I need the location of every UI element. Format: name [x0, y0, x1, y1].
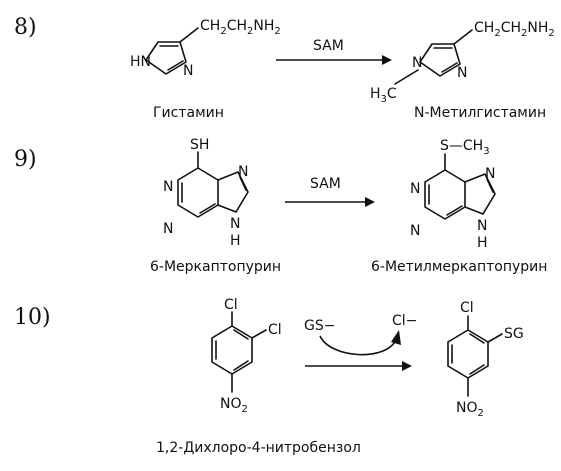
reagent-label: SAM	[310, 176, 341, 192]
substrate-name: 6-Меркаптопурин	[150, 259, 281, 275]
reagent-in-label: GS−	[304, 318, 335, 334]
dichloronitrobenzene-structure: Cl Cl NO2	[211, 297, 282, 415]
substituent-cl: Cl	[460, 300, 474, 316]
ring-label-n: N	[163, 179, 173, 195]
arrow-head	[382, 55, 392, 65]
substituent-label: SH	[190, 137, 209, 153]
substrate-name: Гистамин	[153, 105, 224, 121]
ring-label-n: N	[163, 221, 173, 237]
glutathione-conjugate-structure: Cl SG NO2	[447, 300, 524, 419]
substrate-name: 1,2-Дихлоро-4-нитробензол	[156, 440, 361, 456]
substituent-cl: Cl	[268, 322, 282, 338]
reagent-out-label: Cl−	[392, 313, 417, 329]
methyl-label: H3C	[370, 86, 397, 105]
arrow-head	[402, 361, 412, 371]
ring-label-n: N	[485, 166, 495, 182]
ring-label-hn: HN	[130, 54, 151, 70]
ring-label-h: H	[477, 235, 488, 251]
n-methylhistamine-structure: N N CH2CH2NH2 H3C	[370, 20, 555, 105]
substituent-sg: SG	[504, 326, 524, 342]
ring-label-n: N	[410, 181, 420, 197]
ring-label-h: H	[230, 233, 241, 249]
product-name: 6-Метилмеркаптопурин	[371, 259, 547, 275]
side-chain: CH2CH2NH2	[200, 18, 281, 37]
ring-label-n: N	[410, 223, 420, 239]
ring-label-n: N	[477, 218, 487, 234]
curved-reagent-arrow	[319, 335, 397, 356]
reaction-number: 10)	[14, 305, 51, 330]
histamine-structure: HN N CH2CH2NH2	[130, 18, 281, 79]
substituent-no2: NO2	[220, 396, 248, 415]
substituent-cl: Cl	[224, 297, 238, 313]
reaction-number: 8)	[14, 15, 37, 40]
substituent-label: S—CH3	[440, 138, 490, 157]
ring-label-n: N	[183, 63, 193, 79]
ring-label-n: N	[230, 216, 240, 232]
methylmercaptopurine-structure: S—CH3 N N N N H	[410, 138, 496, 251]
mercaptopurine-structure: SH N N N N H	[163, 137, 249, 249]
ring-label-n: N	[238, 164, 248, 180]
curved-arrow-head	[391, 330, 401, 345]
arrow-head	[365, 197, 375, 207]
reaction-number: 9)	[14, 147, 37, 172]
substituent-no2: NO2	[456, 400, 484, 419]
reagent-label: SAM	[313, 38, 344, 54]
ring-label-n: N	[457, 65, 467, 81]
ring-label-n-methyl: N	[412, 55, 422, 71]
product-name: N-Метилгистамин	[414, 105, 546, 121]
side-chain: CH2CH2NH2	[474, 20, 555, 39]
